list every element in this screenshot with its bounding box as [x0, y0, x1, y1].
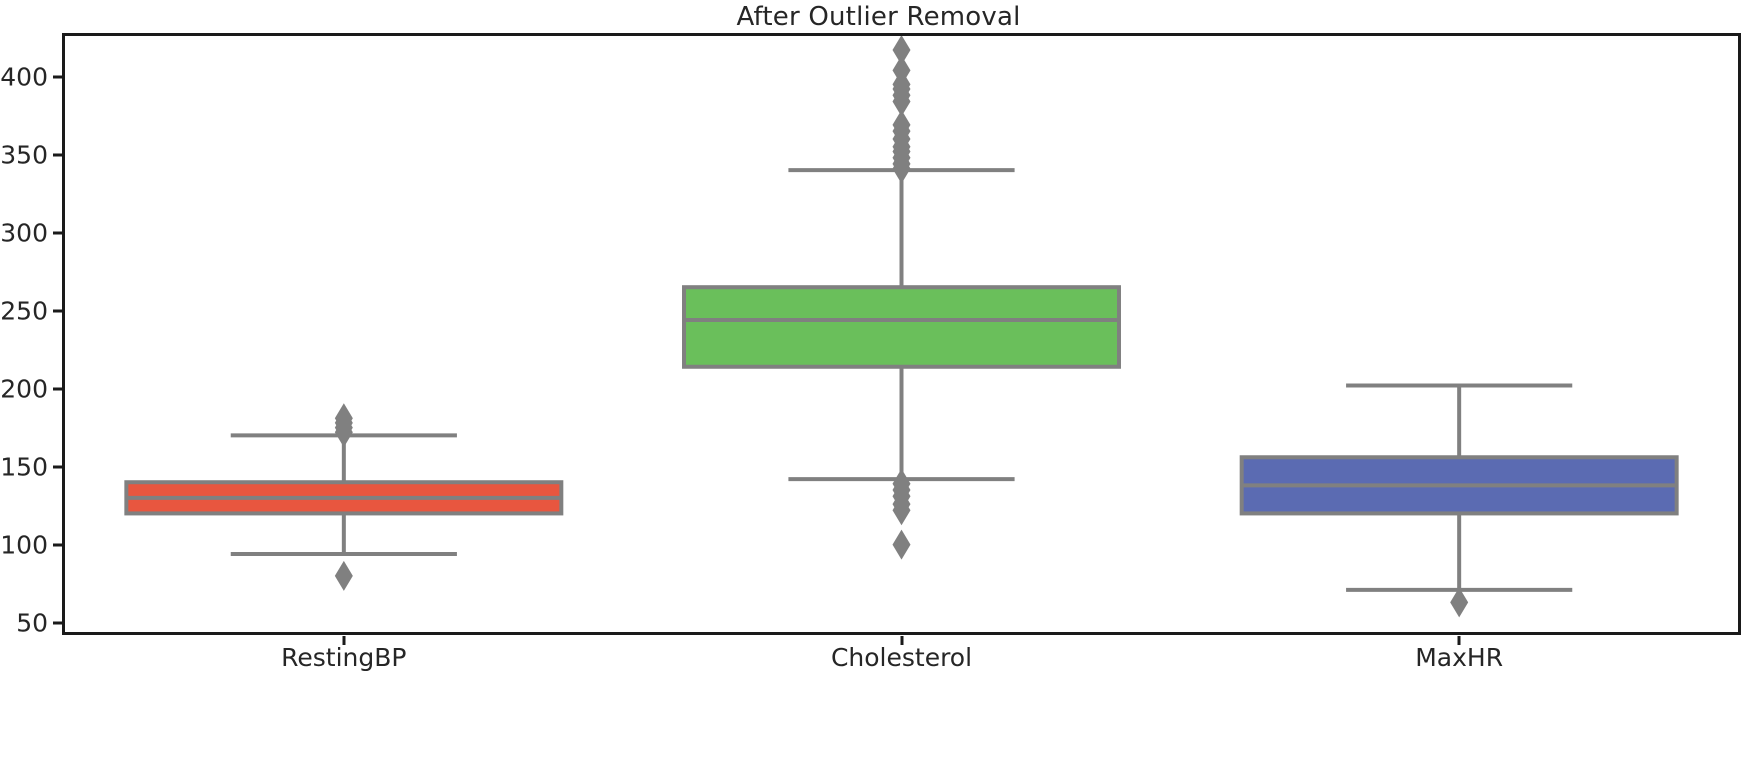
outlier-marker: [334, 403, 353, 434]
boxplot-svg: [124, 36, 1679, 618]
x-tick-mark: [900, 636, 903, 645]
box-restingbp: [124, 403, 564, 591]
x-tick-label-restingbp: RestingBP: [281, 643, 407, 672]
y-tick-mark: [53, 543, 62, 547]
y-tick-label: 50: [16, 608, 48, 638]
y-tick-mark: [53, 621, 62, 625]
y-tick-label: 350: [0, 140, 48, 170]
y-tick-label: 200: [0, 374, 48, 404]
y-tick-mark: [53, 465, 62, 469]
y-tick-mark: [53, 309, 62, 313]
y-tick-mark: [53, 75, 62, 79]
box-rect: [682, 285, 1121, 369]
y-axis-tick-labels: 50 100 150 200 250 300 350 400: [0, 33, 48, 638]
x-tick-label-maxhr: MaxHR: [1415, 643, 1504, 672]
y-tick-label: 100: [0, 530, 48, 560]
outlier-marker: [334, 560, 353, 591]
x-axis-tick-labels: RestingBP Cholesterol MaxHR: [62, 643, 1741, 683]
y-tick-label: 250: [0, 296, 48, 326]
outlier-marker: [892, 529, 911, 560]
x-tick-mark: [342, 636, 346, 645]
y-tick-mark: [53, 153, 62, 157]
y-tick-label: 300: [0, 218, 48, 248]
y-tick-mark: [53, 231, 62, 235]
box-maxhr: [1239, 383, 1679, 618]
outlier-marker: [892, 109, 911, 140]
plot-area: [62, 33, 1741, 635]
x-tick-label-cholesterol: Cholesterol: [830, 643, 973, 672]
box-cholesterol: [682, 36, 1121, 560]
outlier-marker: [892, 468, 911, 499]
y-tick-label: 400: [0, 62, 48, 92]
y-tick-label: 150: [0, 452, 48, 482]
y-tick-mark: [53, 387, 62, 391]
outlier-marker: [892, 36, 911, 66]
x-tick-mark: [1457, 636, 1461, 645]
outlier-marker: [892, 55, 911, 86]
chart-title: After Outlier Removal: [736, 2, 1021, 32]
outlier-marker: [1450, 587, 1469, 618]
